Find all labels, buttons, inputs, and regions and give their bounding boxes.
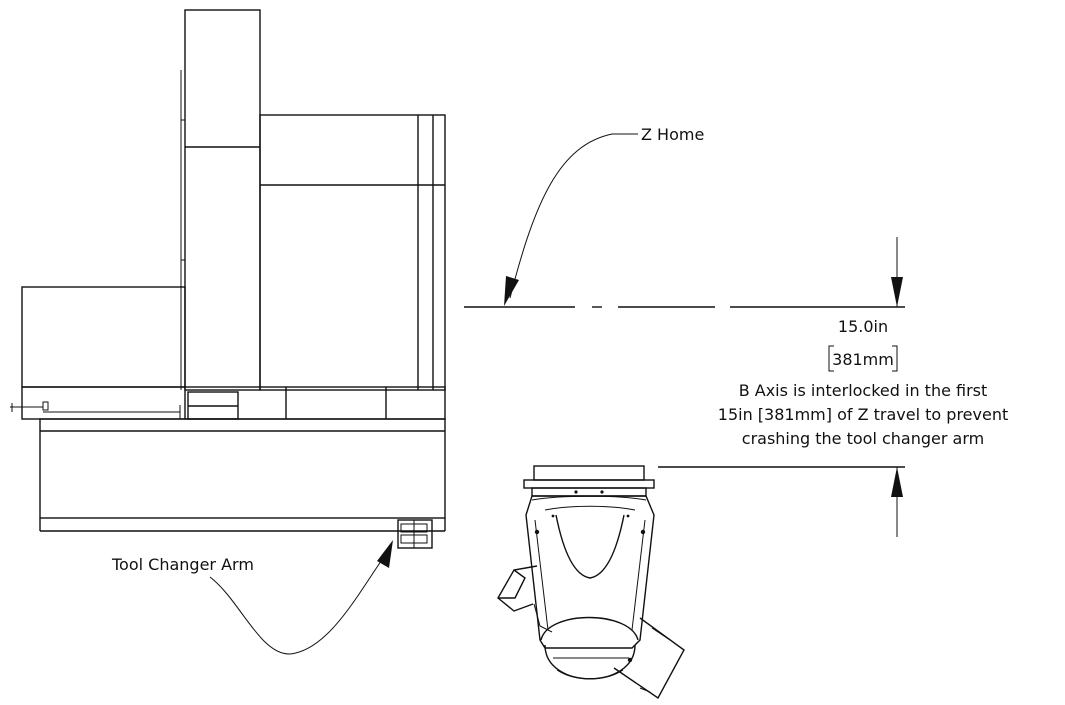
dimension-mm-bracket (828, 345, 898, 372)
note-line-3: crashing the tool changer arm (742, 429, 984, 448)
z-home-label: Z Home (641, 125, 704, 144)
dimension-mm: 381mm (832, 350, 894, 369)
machine-body (10, 9, 446, 549)
base (39, 418, 446, 519)
housing (259, 114, 446, 391)
column (184, 9, 261, 391)
tool-changer-leader (209, 540, 393, 655)
note-line-1: B Axis is interlocked in the first (739, 381, 988, 400)
dim-arrow-bottom (891, 467, 903, 497)
tool-changer-stub (397, 519, 433, 549)
dimension-15in (658, 237, 905, 537)
dim-arrow-top (891, 277, 903, 307)
z-home-leader (504, 133, 638, 306)
spindle-head (497, 465, 685, 700)
tool-changer-label: Tool Changer Arm (111, 555, 254, 574)
side-block (21, 286, 186, 388)
dimension-inches: 15.0in (838, 317, 888, 336)
note-line-2: 15in [381mm] of Z travel to prevent (718, 405, 1008, 424)
